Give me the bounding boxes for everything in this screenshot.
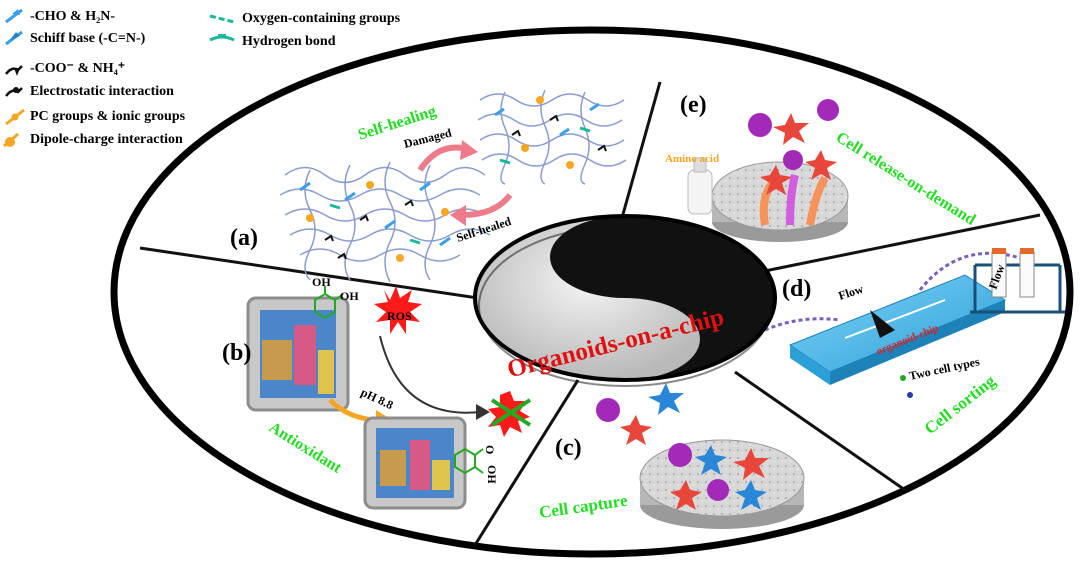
microfluidic-chip [788, 274, 1007, 385]
healed-arrowhead [450, 205, 466, 226]
center-yin-yang [473, 214, 777, 387]
label-oh-3: OH [485, 465, 499, 484]
hydrogel-frame-before [246, 296, 350, 412]
letter-c: (c) [555, 435, 582, 461]
panel-b: OH OH ROS pH 8.8 O OH Antioxidant [222, 275, 532, 510]
legend-coo: -COO⁻ & NH₄⁺ [30, 61, 125, 76]
catechol-structure [314, 286, 344, 320]
letter-a: (a) [230, 225, 258, 251]
legend-electrostatic: Electrostatic interaction [30, 84, 174, 99]
hydrogel-network-healed [477, 89, 627, 185]
sector-dividers [139, 81, 1041, 546]
quinone-structure [454, 447, 484, 475]
legend-oxygen: Oxygen-containing groups [242, 11, 401, 26]
panel-a: Damaged Self-healed Self-healing (a) [230, 89, 627, 283]
ros-quenched-icon [488, 391, 532, 437]
hydrogel-network-damaged [279, 161, 491, 283]
tubing-out [918, 251, 1021, 291]
label-oh-2: OH [340, 289, 359, 303]
legend-hbond: Hydrogen bond [242, 34, 336, 49]
legend-swatch-oxygen [209, 14, 235, 42]
legend-pc: PC groups & ionic groups [30, 109, 186, 124]
letter-d: (d) [782, 276, 811, 302]
legend-dipole: Dipole-charge interaction [30, 132, 183, 147]
panel-c: Cell capture (c) [538, 383, 805, 529]
legend-swatch-schiff [5, 8, 23, 46]
ros-icon [374, 286, 422, 334]
label-oh-1: OH [312, 275, 331, 289]
letter-e: (e) [680, 92, 707, 118]
legend-cell-blue [907, 392, 913, 398]
healed-arrow [461, 193, 513, 218]
legend-swatch-electrostatic [5, 65, 23, 97]
legend-cho: -CHO & H₂N- [30, 9, 115, 24]
tubing-in [764, 317, 841, 332]
cells-c [596, 383, 769, 510]
letter-b: (b) [222, 340, 251, 366]
crosslinks-healed [494, 96, 607, 169]
legend-cell-green [900, 375, 906, 381]
damaged-arrowhead [460, 140, 478, 160]
legend: -CHO & H₂N- Schiff base (-C=N-) -COO⁻ & … [3, 8, 401, 148]
crosslinks-a [299, 181, 451, 262]
label-o: O [483, 445, 497, 454]
test-tubes [991, 248, 1035, 298]
spray-bottle [687, 157, 713, 215]
legend-schiff: Schiff base (-C=N-) [30, 31, 146, 46]
ros-arrow [379, 335, 481, 414]
ros-arrowhead [476, 404, 490, 420]
cells-e [748, 99, 839, 195]
legend-swatch-dipole [3, 108, 25, 148]
tube-rack [970, 263, 1065, 314]
label-amino-acid: Amino acid [665, 153, 719, 165]
label-ros: ROS [387, 309, 412, 323]
hydrogel-frame-after [363, 416, 467, 510]
